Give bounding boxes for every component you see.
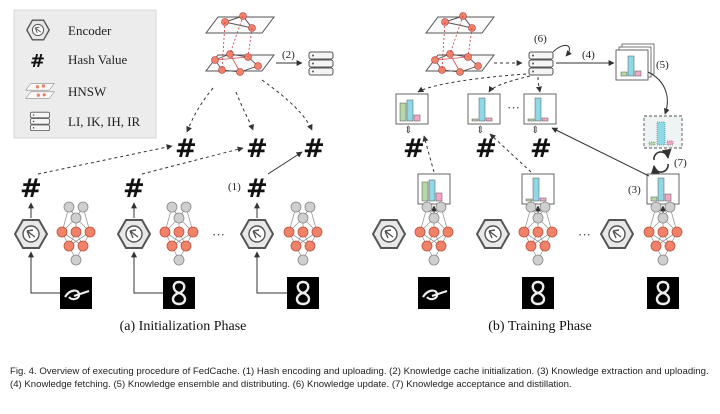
figure-caption: Fig. 4. Overview of executing procedure … bbox=[10, 366, 709, 390]
hash-value-a1: # bbox=[175, 134, 197, 164]
knowledge-box-b2 bbox=[467, 93, 501, 125]
client-b3 bbox=[600, 201, 683, 311]
legend-label-hash: Hash Value bbox=[68, 52, 128, 67]
hash-value-a3: # bbox=[303, 134, 325, 164]
digit-image bbox=[58, 275, 94, 311]
digit-image bbox=[645, 275, 681, 311]
step-1-label: (1) bbox=[228, 181, 241, 193]
ellipsis-b: ··· bbox=[578, 227, 591, 242]
legend-box: Encoder # Hash Value HNSW LI, IK, IH, IR bbox=[13, 9, 157, 139]
hash-value-client3: # bbox=[246, 174, 268, 204]
encoder-hexagon-icon bbox=[117, 219, 151, 249]
database-server-icon bbox=[528, 51, 554, 76]
database-server-icon bbox=[308, 51, 334, 76]
fetched-knowledge-stack bbox=[615, 43, 655, 81]
database-server-icon bbox=[29, 111, 50, 132]
digit-image bbox=[416, 275, 452, 311]
fedcache-diagram: Encoder # Hash Value HNSW LI, IK, IH, IR bbox=[13, 9, 687, 334]
hash-value-a2: # bbox=[246, 134, 268, 164]
digit-image bbox=[161, 275, 197, 311]
step-3-label: (3) bbox=[628, 184, 641, 196]
encoder-hexagon-icon bbox=[26, 19, 50, 41]
hnsw-stack-a bbox=[205, 12, 275, 76]
step-6-label: (6) bbox=[534, 33, 547, 45]
sync-icon bbox=[650, 148, 672, 176]
step-2-label-a: (2) bbox=[282, 49, 295, 61]
encoder-hexagon-icon bbox=[476, 219, 510, 249]
encoder-hexagon-icon bbox=[240, 219, 274, 249]
client-a3 bbox=[240, 201, 323, 311]
step-5-label: (5) bbox=[656, 59, 669, 71]
neural-network-icon bbox=[56, 201, 96, 266]
step-4-label: (4) bbox=[582, 49, 595, 61]
neural-network-icon bbox=[159, 201, 199, 266]
hash-value-client2: # bbox=[123, 174, 145, 204]
knowledge-box-b1 bbox=[395, 93, 429, 125]
client-a1 bbox=[14, 201, 96, 311]
panel-b-label: (b) Training Phase bbox=[488, 319, 591, 334]
legend-label-hnsw: HNSW bbox=[68, 84, 107, 99]
bidirectional-arrow-icon: ⇕ bbox=[404, 125, 412, 136]
hnsw-stack-b bbox=[425, 12, 495, 76]
step-7-label: (7) bbox=[674, 157, 687, 169]
bidirectional-arrow-icon: ⇕ bbox=[531, 125, 539, 136]
encoder-hexagon-icon bbox=[14, 219, 48, 249]
ellipsis-a: ··· bbox=[212, 227, 225, 242]
local-knowledge-b2 bbox=[521, 173, 555, 205]
client-a2 bbox=[117, 201, 199, 311]
local-knowledge-b3 bbox=[646, 173, 680, 205]
digit-image bbox=[520, 275, 556, 311]
bidirectional-arrow-icon: ⇕ bbox=[476, 125, 484, 136]
neural-network-icon bbox=[283, 201, 323, 266]
local-knowledge-b1 bbox=[417, 173, 451, 205]
legend-label-encoder: Encoder bbox=[68, 23, 112, 38]
panel-a-label: (a) Initialization Phase bbox=[120, 319, 247, 334]
hash-value-b2: # bbox=[475, 134, 497, 164]
legend-label-database: LI, IK, IH, IR bbox=[68, 114, 141, 129]
client-b1 bbox=[372, 201, 454, 311]
hash-icon: # bbox=[30, 51, 45, 72]
encoder-hexagon-icon bbox=[372, 219, 406, 249]
digit-image bbox=[285, 275, 321, 311]
hnsw-graph-icon bbox=[25, 83, 55, 99]
client-b2 bbox=[476, 201, 558, 311]
encoder-hexagon-icon bbox=[600, 219, 634, 249]
knowledge-box-b3 bbox=[523, 93, 557, 125]
ensemble-knowledge bbox=[643, 115, 683, 149]
hash-value-client1: # bbox=[20, 174, 42, 204]
ellipsis-b-top: ··· bbox=[507, 100, 520, 115]
hash-value-b1: # bbox=[403, 134, 425, 164]
hash-value-b3: # bbox=[530, 134, 552, 164]
